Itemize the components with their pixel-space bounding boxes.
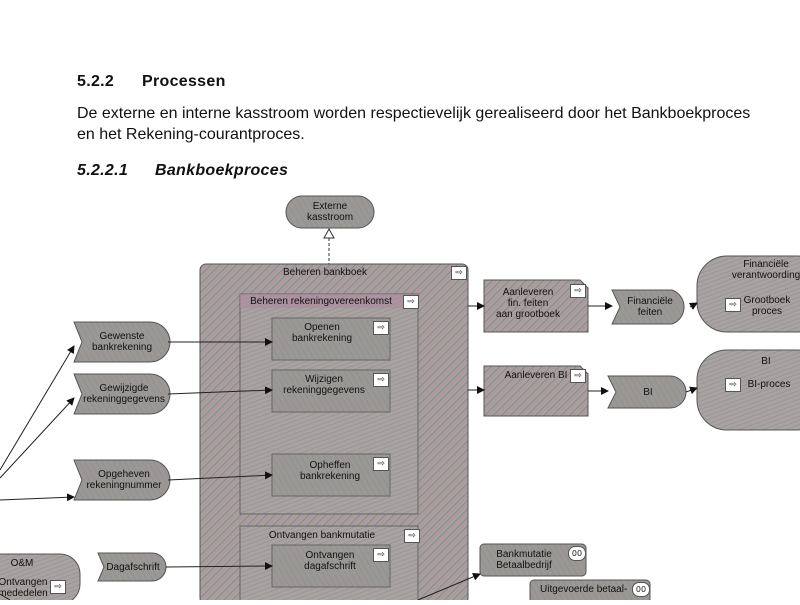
section-number: 5.2.2 (77, 73, 115, 90)
process-arrow-icon: ⇨ (373, 548, 389, 562)
data-object-icon: 00 (632, 582, 650, 597)
process-arrow-icon: ⇨ (404, 529, 420, 543)
output-process-shapes (479, 255, 800, 605)
section-paragraph: De externe en interne kasstroom worden r… (77, 105, 751, 143)
process-arrow-icon: ⇨ (570, 284, 586, 298)
process-arrow-icon: ⇨ (451, 266, 467, 280)
section-title: Processen (142, 73, 226, 90)
connector-lines (0, 302, 698, 601)
process-arrow-icon: ⇨ (373, 457, 389, 471)
section-heading: 5.2.2 Processen (77, 73, 226, 91)
externe-kasstroom-shape (285, 195, 375, 229)
process-arrow-icon: ⇨ (50, 580, 66, 594)
wijzigen-rekeninggegevens-shape (271, 369, 391, 413)
subsection-title: Bankboekproces (155, 162, 289, 179)
process-arrow-icon: ⇨ (570, 369, 586, 383)
subsection-number: 5.2.2.1 (77, 162, 129, 179)
process-arrow-icon: ⇨ (373, 321, 389, 335)
process-arrow-icon: ⇨ (373, 373, 389, 387)
process-arrow-icon: ⇨ (403, 295, 419, 309)
inherit-arrow (323, 227, 335, 239)
process-arrow-icon: ⇨ (725, 378, 741, 392)
process-arrow-icon: ⇨ (725, 298, 741, 312)
data-object-icon: 00 (568, 546, 586, 561)
input-shapes (0, 321, 171, 605)
ontvangen-dagafschrift-shape (271, 544, 391, 588)
subsection-heading: 5.2.2.1 Bankboekproces (77, 162, 288, 180)
openen-bankrekening-shape (271, 317, 391, 361)
opheffen-bankrekening-shape (271, 453, 391, 497)
